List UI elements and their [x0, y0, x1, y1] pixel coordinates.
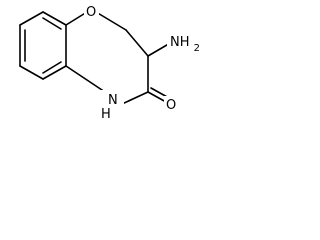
- amino-subscript: 2: [194, 43, 200, 54]
- oxygen-ring-label: O: [86, 5, 96, 20]
- carbonyl-label-mask: [164, 96, 180, 113]
- benzene-ring: [19, 11, 67, 80]
- ring-nitrogen-label: N: [108, 93, 118, 108]
- amino-main-text: NH: [170, 35, 190, 50]
- heterocycle-bonds: [65, 11, 173, 105]
- nh-label-mask: [98, 90, 124, 121]
- ring-nitrogen-hydrogen: H: [101, 107, 111, 122]
- amino-group-label: NH 2: [170, 35, 200, 54]
- chemical-structure: O NH 2 N H O: [19, 3, 212, 122]
- carbonyl-oxygen-label: O: [166, 98, 176, 113]
- amino-label-mask: [167, 33, 212, 51]
- oxygen-label-mask: [84, 3, 99, 19]
